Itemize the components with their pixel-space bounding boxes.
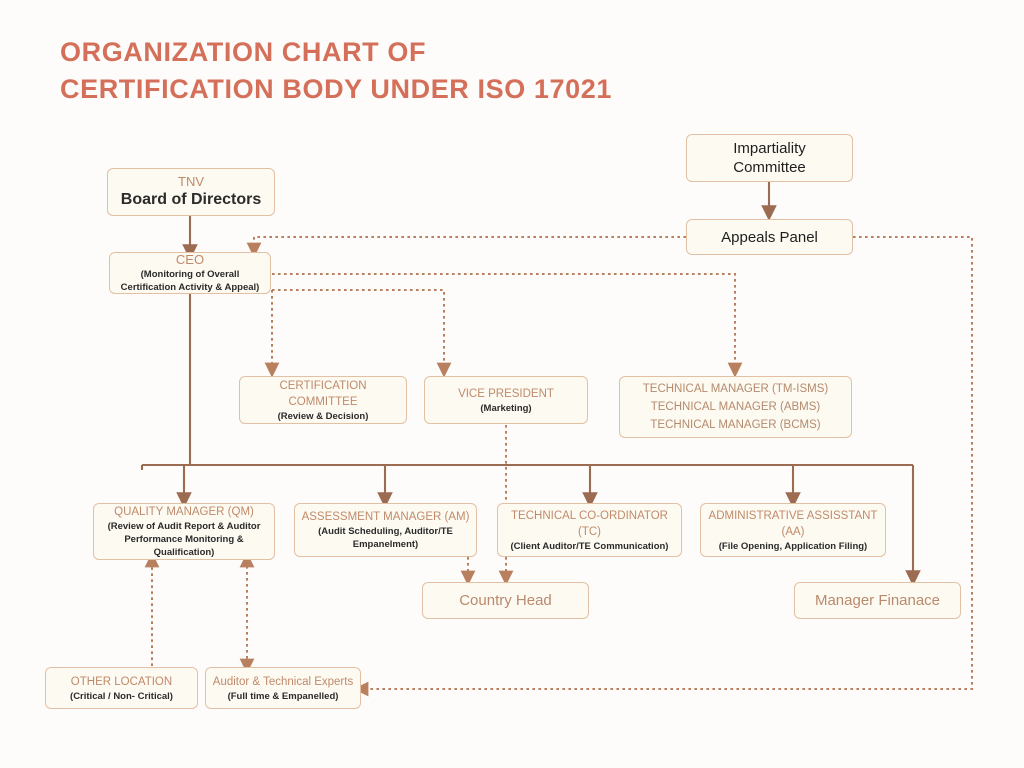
administrative-assistant-title-2: (AA) — [781, 525, 805, 538]
vice-president-title: VICE PRESIDENT — [458, 387, 554, 400]
technical-manager-bcms: TECHNICAL MANAGER (BCMS) — [650, 419, 821, 431]
board-eyebrow: TNV — [178, 174, 204, 189]
technical-manager-isms: TECHNICAL MANAGER (TM-ISMS) — [642, 383, 829, 395]
node-technical-coordinator[interactable]: TECHNICAL CO-ORDINATOR (TC) (Client Audi… — [497, 503, 682, 557]
impartiality-line-1: Impartiality — [733, 140, 806, 157]
auditor-experts-title: Auditor & Technical Experts — [212, 675, 354, 688]
board-title: Board of Directors — [120, 191, 262, 208]
administrative-assistant-title-1: ADMINISTRATIVE ASSISSTANT — [708, 509, 878, 522]
node-certification-committee[interactable]: CERTIFICATION COMMITTEE (Review & Decisi… — [239, 376, 407, 424]
node-country-head[interactable]: Country Head — [422, 582, 589, 619]
page-title: ORGANIZATION CHART OF CERTIFICATION BODY… — [60, 34, 612, 108]
manager-finance-title: Manager Finanace — [814, 591, 941, 609]
ceo-title: CEO — [175, 252, 205, 267]
quality-manager-sub-1: (Review of Audit Report & Auditor — [107, 521, 261, 532]
node-administrative-assistant[interactable]: ADMINISTRATIVE ASSISSTANT (AA) (File Ope… — [700, 503, 886, 557]
link-appeals-to-auditor-experts — [353, 236, 973, 697]
certification-committee-title: CERTIFICATION COMMITTEE — [279, 379, 367, 408]
node-vice-president[interactable]: VICE PRESIDENT (Marketing) — [424, 376, 588, 424]
assessment-manager-sub: (Audit Scheduling, Auditor/TE Empanelmen… — [318, 526, 453, 550]
title-line-1: ORGANIZATION CHART OF — [60, 37, 427, 67]
other-location-title: OTHER LOCATION — [70, 675, 173, 688]
quality-manager-sub-2: Performance Monitoring & Qualification) — [124, 534, 244, 558]
country-head-title: Country Head — [459, 591, 552, 609]
technical-manager-abms: TECHNICAL MANAGER (ABMS) — [650, 401, 821, 413]
ceo-sub-line-1: (Monitoring of Overall — [140, 269, 240, 280]
technical-coordinator-sub: (Client Auditor/TE Communication) — [510, 540, 669, 552]
node-ceo[interactable]: CEO (Monitoring of Overall Certification… — [109, 252, 271, 294]
node-board-of-directors[interactable]: TNV Board of Directors — [107, 168, 275, 216]
node-impartiality-committee[interactable]: Impartiality Committee — [686, 134, 853, 182]
quality-manager-title: QUALITY MANAGER (QM) — [114, 506, 254, 518]
node-manager-finance[interactable]: Manager Finanace — [794, 582, 961, 619]
node-other-location[interactable]: OTHER LOCATION (Critical / Non- Critical… — [45, 667, 198, 709]
administrative-assistant-sub: (File Opening, Application Filing) — [718, 540, 868, 552]
auditor-experts-sub: (Full time & Empanelled) — [227, 690, 339, 702]
link-ceo-to-technical-managers — [272, 273, 743, 378]
technical-coordinator-title: TECHNICAL CO-ORDINATOR (TC) — [511, 509, 668, 538]
vice-president-sub: (Marketing) — [480, 402, 532, 414]
ceo-sub-line-2: Certification Activity & Appeal) — [120, 282, 260, 293]
link-ceo-to-vice-president — [272, 289, 452, 378]
title-line-2: CERTIFICATION BODY UNDER ISO 17021 — [60, 74, 613, 104]
certification-committee-sub: (Review & Decision) — [277, 410, 369, 422]
impartiality-line-2: Committee — [733, 159, 806, 176]
node-appeals-panel[interactable]: Appeals Panel — [686, 219, 853, 255]
node-auditor-technical-experts[interactable]: Auditor & Technical Experts (Full time &… — [205, 667, 361, 709]
node-technical-managers[interactable]: TECHNICAL MANAGER (TM-ISMS) TECHNICAL MA… — [619, 376, 852, 438]
other-location-sub: (Critical / Non- Critical) — [70, 690, 173, 702]
link-appeals-to-ceo — [246, 236, 686, 258]
node-quality-manager[interactable]: QUALITY MANAGER (QM) (Review of Audit Re… — [93, 503, 275, 560]
node-assessment-manager[interactable]: ASSESSMENT MANAGER (AM) (Audit Schedulin… — [294, 503, 477, 557]
appeals-title: Appeals Panel — [721, 228, 818, 246]
assessment-manager-title: ASSESSMENT MANAGER (AM) — [301, 511, 470, 523]
